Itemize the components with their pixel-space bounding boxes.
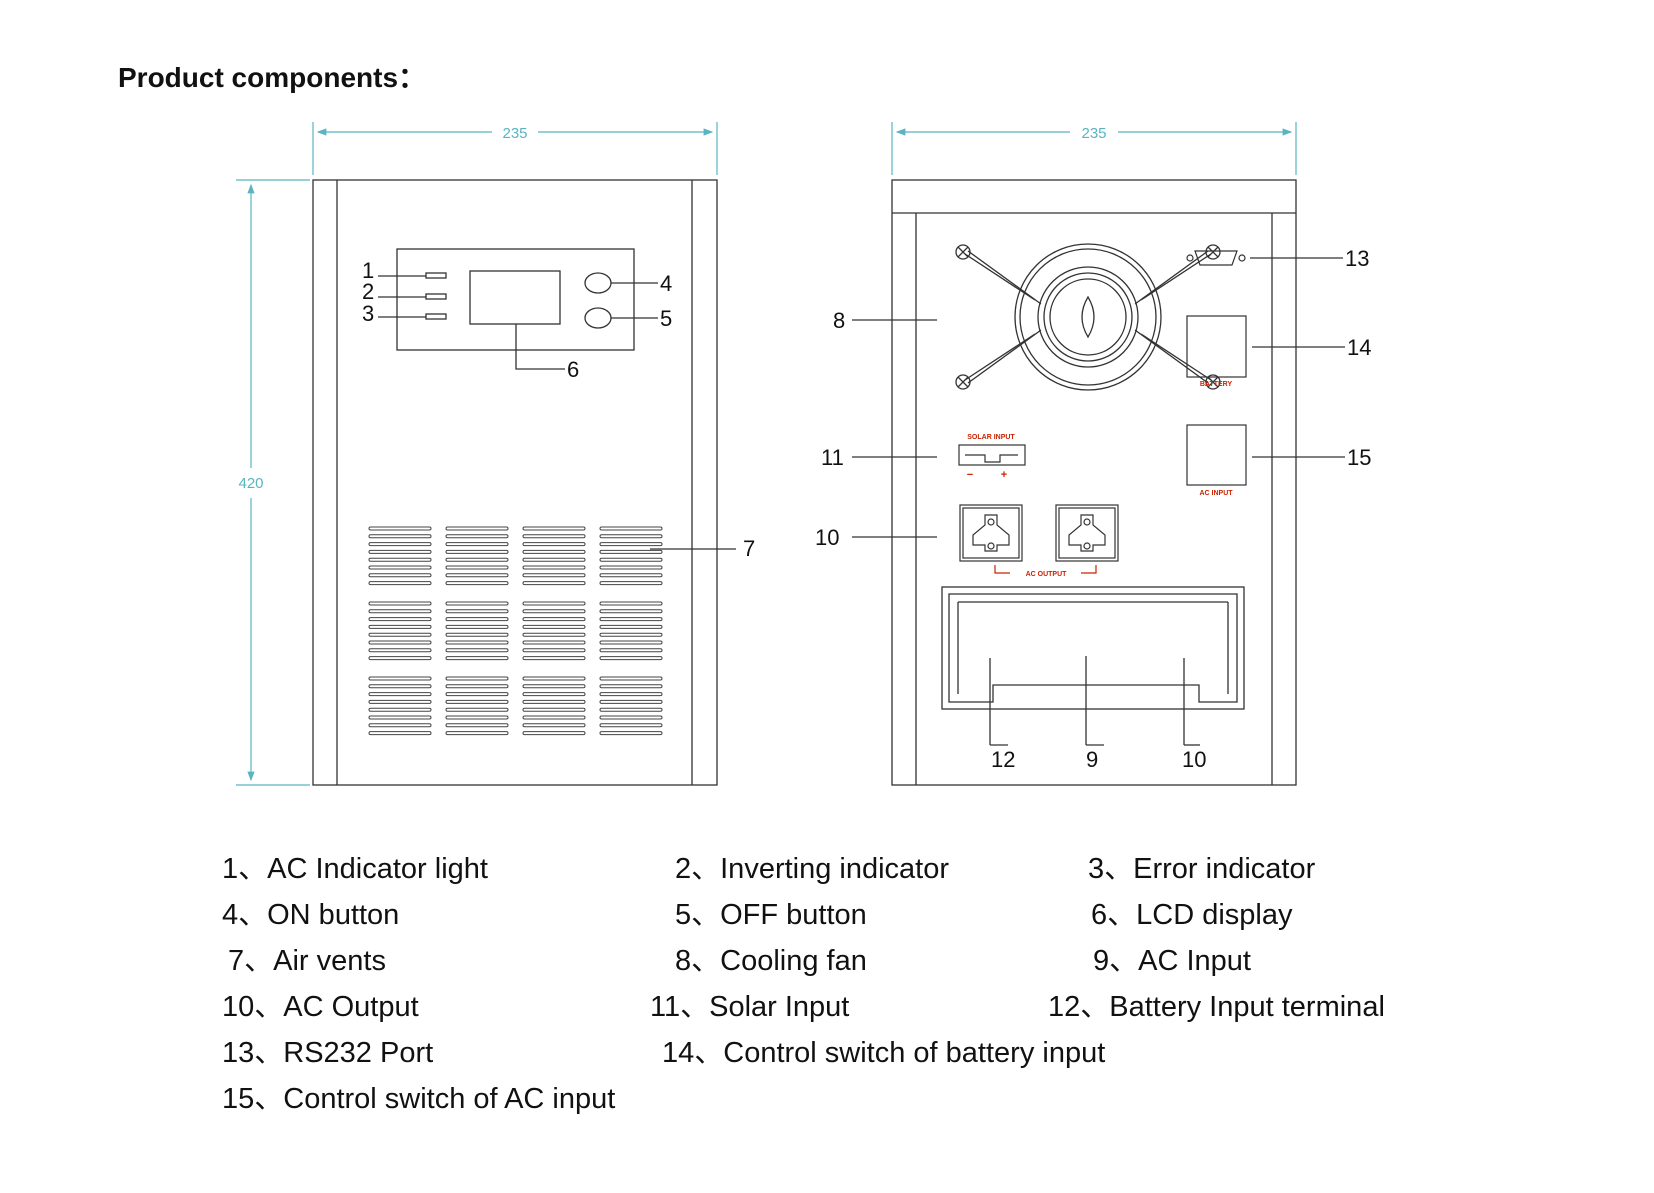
callout-6: 6 — [567, 357, 579, 382]
inverting-indicator — [425, 293, 447, 300]
callout-15: 15 — [1347, 445, 1371, 470]
callout-8: 8 — [833, 308, 845, 333]
dimension-back-width — [891, 122, 1297, 175]
ac-input-switch — [1186, 424, 1345, 486]
callout-12: 12 — [991, 747, 1015, 772]
cooling-fan — [852, 243, 1221, 391]
rs232-port — [1186, 250, 1343, 266]
product-drawing: 235 235 420 1 — [236, 122, 1371, 786]
ac-output-sockets — [852, 504, 1119, 574]
dimension-front-width-label: 235 — [502, 125, 527, 142]
callout-7: 7 — [743, 536, 755, 561]
on-button — [584, 272, 612, 294]
legend-item: 1、AC Indicator light — [222, 853, 488, 885]
legend-item: 10、AC Output — [222, 991, 419, 1023]
callout-5: 5 — [660, 306, 672, 331]
callout-9: 9 — [1086, 747, 1098, 772]
legend-row: 15、Control switch of AC input — [222, 1075, 1462, 1121]
callout-4: 4 — [660, 271, 672, 296]
dimension-back-width-label: 235 — [1081, 125, 1106, 142]
legend-item: 2、Inverting indicator — [675, 853, 950, 885]
battery-switch-label: BATTERY — [1200, 381, 1233, 388]
callout-14: 14 — [1347, 335, 1371, 360]
callout-13: 13 — [1345, 246, 1369, 271]
ac-indicator-light — [425, 272, 447, 279]
legend-row: 10、AC Output 11、Solar Input 12、Battery I… — [222, 983, 1462, 1029]
legend-item: 7、Air vents — [228, 945, 386, 977]
legend-item: 3、Error indicator — [1088, 853, 1316, 885]
off-button — [584, 307, 612, 329]
battery-switch — [1186, 315, 1345, 378]
callout-10-upper: 10 — [815, 525, 839, 550]
callout-2: 2 — [362, 279, 374, 304]
callout-11: 11 — [821, 445, 844, 470]
ac-output-label: AC OUTPUT — [1026, 571, 1068, 578]
legend-item: 15、Control switch of AC input — [222, 1083, 616, 1115]
solar-input-label: SOLAR INPUT — [967, 434, 1015, 441]
legend-row: 4、ON button 5、OFF button 6、LCD display — [222, 891, 1462, 937]
air-vents — [368, 526, 663, 736]
battery-bay — [941, 586, 1245, 746]
page-title: Product components： — [118, 62, 427, 93]
solar-input — [852, 444, 1026, 466]
ac-input-label: AC INPUT — [1199, 490, 1233, 497]
legend-item: 8、Cooling fan — [675, 945, 867, 977]
legend-item: 6、LCD display — [1091, 899, 1293, 931]
error-indicator — [425, 313, 447, 320]
callout-10-lower: 10 — [1182, 747, 1206, 772]
legend-row: 1、AC Indicator light 2、Inverting indicat… — [222, 845, 1462, 891]
dimension-height — [236, 179, 310, 786]
legend-item: 14、Control switch of battery input — [662, 1037, 1106, 1069]
legend-row: 7、Air vents 8、Cooling fan 9、AC Input — [222, 937, 1462, 983]
legend-item: 11、Solar Input — [650, 991, 850, 1023]
callout-3: 3 — [362, 301, 374, 326]
back-view — [891, 179, 1297, 786]
solar-plus: + — [1001, 469, 1007, 481]
legend-item: 5、OFF button — [675, 899, 867, 931]
legend-row: 13、RS232 Port 14、Control switch of batte… — [222, 1029, 1462, 1075]
dimension-front-width — [312, 122, 718, 175]
dimension-height-label: 420 — [238, 475, 263, 492]
component-legend: 1、AC Indicator light 2、Inverting indicat… — [222, 845, 1462, 1121]
callout-1: 1 — [362, 258, 374, 283]
legend-item: 12、Battery Input terminal — [1048, 991, 1385, 1023]
front-view — [312, 179, 736, 786]
solar-minus: − — [967, 469, 973, 481]
legend-item: 13、RS232 Port — [222, 1037, 434, 1069]
lcd-display — [469, 270, 561, 325]
legend-item: 4、ON button — [222, 899, 400, 931]
legend-item: 9、AC Input — [1093, 945, 1251, 977]
